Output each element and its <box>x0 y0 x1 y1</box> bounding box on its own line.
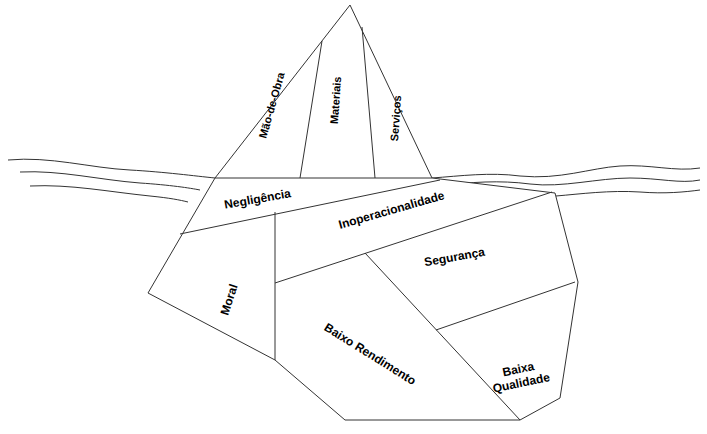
region-divider <box>275 212 276 360</box>
region-divider <box>300 41 322 178</box>
iceberg-outline <box>148 5 578 420</box>
region-divider <box>362 27 375 178</box>
water-line <box>20 172 200 190</box>
region-divider <box>436 282 575 330</box>
water-line <box>432 166 700 178</box>
water-line <box>556 190 700 196</box>
waterline-divider <box>215 178 432 179</box>
water-line <box>8 159 215 178</box>
water-line <box>30 186 188 202</box>
